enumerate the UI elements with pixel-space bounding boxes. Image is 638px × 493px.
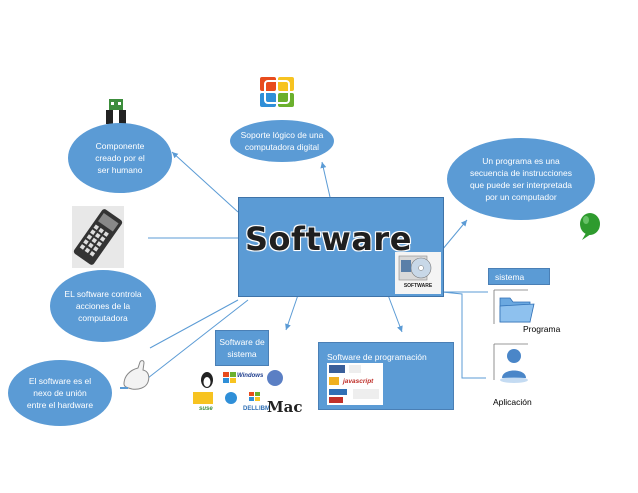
node-system-software: Software de sistema bbox=[215, 330, 269, 366]
suse-logo-text: suse bbox=[199, 406, 213, 412]
software-box-label: SOFTWARE bbox=[403, 283, 433, 289]
node-program-definition: Un programa es una secuencia de instrucc… bbox=[447, 138, 595, 220]
programming-logos-collage: javascript bbox=[327, 363, 383, 405]
mac-logo-text: Mac bbox=[267, 398, 303, 416]
ibm-logo-text: IBM bbox=[259, 406, 270, 412]
node-definition-top: Soporte lógico de una computadora digita… bbox=[230, 120, 334, 162]
node-nexus: El software es el nexo de unión entre el… bbox=[8, 360, 112, 426]
central-title: Software bbox=[245, 220, 412, 258]
connector-controls bbox=[149, 299, 239, 349]
windows-logo-text: Windows bbox=[237, 373, 264, 379]
chat-bubble-icon bbox=[578, 212, 602, 242]
connector-definition bbox=[320, 161, 331, 198]
connector-programming bbox=[387, 294, 403, 333]
central-node: Software SOFTWARE bbox=[238, 197, 444, 297]
node-programming-software: Software de programación javascript bbox=[318, 342, 454, 410]
connector-human bbox=[171, 151, 239, 213]
javascript-logo-text: javascript bbox=[343, 378, 374, 385]
office-logo-icon bbox=[258, 75, 298, 111]
caption-aplicacion: Aplicación bbox=[493, 397, 532, 407]
touch-hand-icon bbox=[118, 358, 154, 392]
os-logos-collage: Windows DELL IBM suse Mac bbox=[193, 368, 303, 418]
software-box-icon: SOFTWARE bbox=[395, 252, 441, 294]
application-user-icon bbox=[492, 342, 536, 388]
connector-program bbox=[441, 219, 468, 251]
handheld-keyboard-icon bbox=[72, 206, 124, 268]
caption-programa: Programa bbox=[523, 324, 561, 334]
dell-logo-text: DELL bbox=[243, 406, 259, 412]
connector-sistema bbox=[441, 291, 486, 379]
folder-icon bbox=[492, 288, 536, 328]
connector-system bbox=[285, 294, 299, 331]
node-sistema-box: sistema bbox=[488, 268, 550, 285]
node-human-created: Componente creado por el ser humano bbox=[68, 123, 172, 193]
node-controls: EL software controla acciones de la comp… bbox=[50, 270, 156, 342]
connector-hand bbox=[147, 299, 249, 379]
